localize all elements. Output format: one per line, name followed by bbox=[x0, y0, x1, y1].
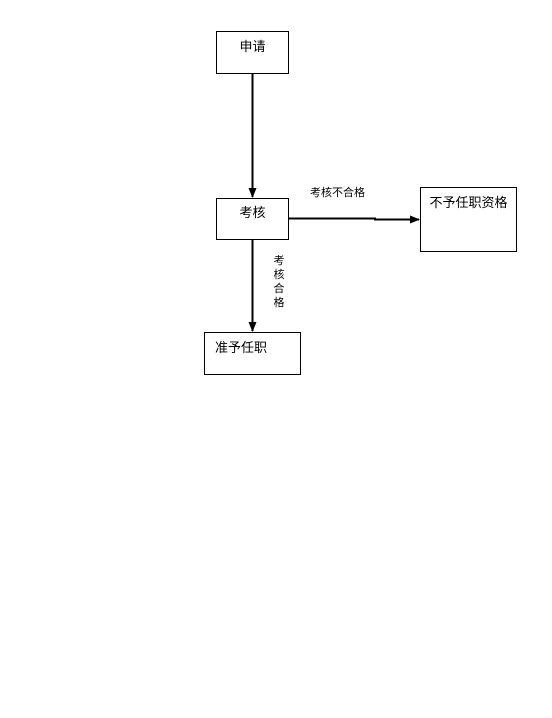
edge-label-fail: 考核不合格 bbox=[310, 186, 365, 199]
node-apply: 申请 bbox=[216, 31, 289, 74]
node-reject-label: 不予任职资格 bbox=[429, 196, 508, 211]
edge-label-pass: 考核合格 bbox=[273, 254, 285, 309]
node-approve-label: 准予任职 bbox=[215, 341, 268, 356]
arrow-review-to-reject bbox=[289, 215, 420, 224]
node-approve: 准予任职 bbox=[204, 332, 301, 375]
node-reject: 不予任职资格 bbox=[420, 187, 517, 252]
node-review: 考核 bbox=[216, 198, 289, 240]
node-review-label: 考核 bbox=[239, 206, 266, 221]
node-apply-label: 申请 bbox=[239, 40, 266, 55]
